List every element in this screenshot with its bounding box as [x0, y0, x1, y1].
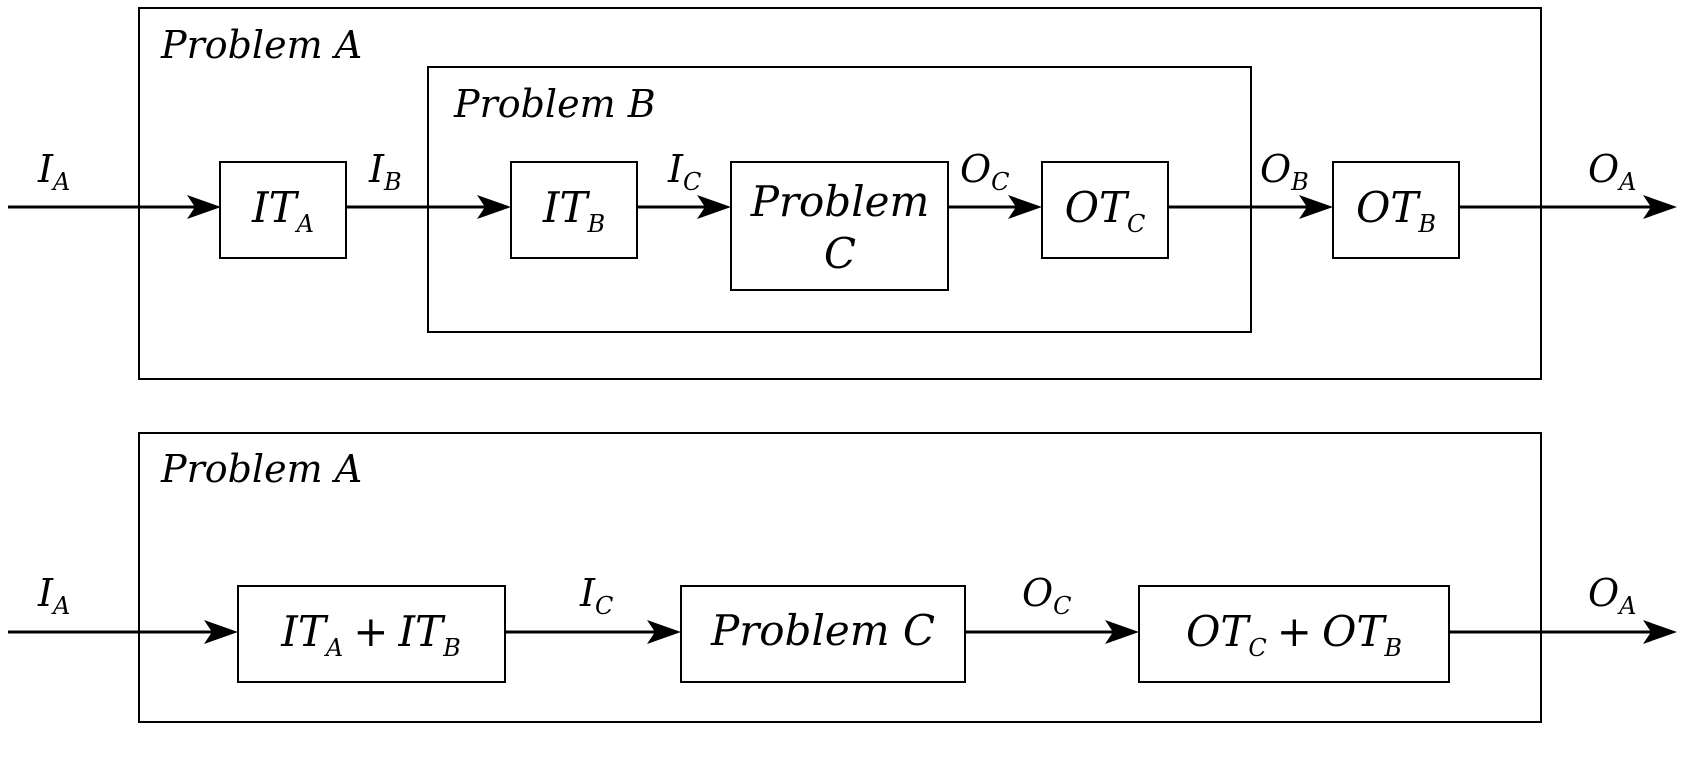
- arrowhead-oa-top: [1643, 195, 1677, 219]
- bottom-diagram: Problem A ITA+ITB Problem C OTC+OTB IA I…: [8, 432, 1677, 723]
- arrowhead-oc-top: [1008, 195, 1042, 219]
- block-it-a-label: ITA: [251, 183, 314, 238]
- arrowhead-ic-top: [697, 195, 731, 219]
- top-diagram: Problem A Problem B ITA ITB Problem C OT…: [8, 7, 1677, 380]
- arrowhead-ob: [1299, 195, 1333, 219]
- signal-oc-bottom: OC: [1022, 571, 1072, 620]
- signal-ic-top: IC: [667, 147, 701, 196]
- signal-ia-top: IA: [37, 147, 70, 196]
- block-ot-c: [1041, 161, 1169, 259]
- arrowhead-ia-bottom: [204, 620, 238, 644]
- top-problem-a-title: Problem A: [160, 23, 362, 67]
- arrowhead-ia-top: [187, 195, 221, 219]
- signal-oc-top: OC: [960, 147, 1010, 196]
- signal-ob: OB: [1260, 147, 1309, 196]
- block-it-combined: [237, 585, 506, 683]
- block-ot-b: [1332, 161, 1460, 259]
- signal-oa-top: OA: [1588, 147, 1637, 196]
- signal-ib: IB: [368, 147, 402, 196]
- arrowhead-oc-bottom: [1105, 620, 1139, 644]
- block-it-combined-label: ITA+ITB: [280, 607, 460, 662]
- signal-oa-bottom: OA: [1588, 571, 1637, 620]
- block-problem-c-line1: Problem: [750, 177, 930, 226]
- block-ot-combined: [1138, 585, 1450, 683]
- block-it-b: [510, 161, 638, 259]
- block-it-b-label: ITB: [542, 183, 605, 238]
- block-problem-c-line2: C: [824, 229, 856, 278]
- block-it-a: [219, 161, 347, 259]
- block-ot-combined-label: OTC+OTB: [1186, 607, 1402, 662]
- block-problem-c-top: [730, 161, 949, 291]
- block-problem-c-bottom-label: Problem C: [710, 606, 935, 655]
- signal-ic-bottom: IC: [579, 571, 613, 620]
- bottom-problem-a-title: Problem A: [160, 447, 362, 491]
- arrowhead-oa-bottom: [1643, 620, 1677, 644]
- arrowhead-ib: [477, 195, 511, 219]
- block-ot-c-label: OTC: [1065, 183, 1146, 238]
- problem-b-title: Problem B: [453, 82, 656, 126]
- block-ot-b-label: OTB: [1356, 183, 1436, 238]
- signal-ia-bottom: IA: [37, 571, 70, 620]
- arrowhead-ic-bottom: [647, 620, 681, 644]
- block-problem-c-bottom: [680, 585, 966, 683]
